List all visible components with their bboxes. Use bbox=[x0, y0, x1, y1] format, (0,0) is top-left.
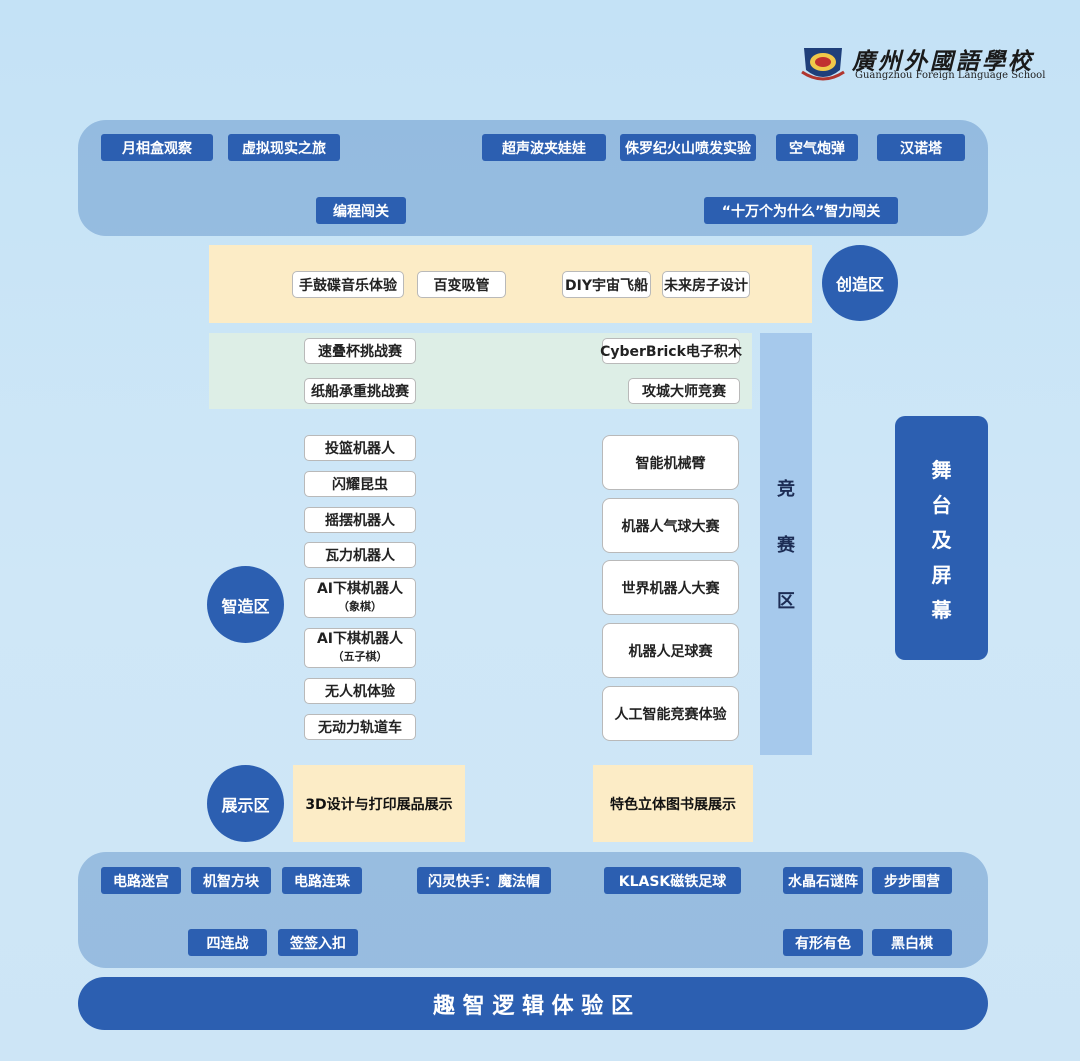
tag-diy-spaceship: DIY宇宙飞船 bbox=[562, 271, 651, 298]
tag-world-robot: 世界机器人大赛 bbox=[602, 560, 739, 615]
tag-crystal-puzzle: 水晶石谜阵 bbox=[783, 867, 863, 894]
logic-zone-bar: 趣 智 逻 辑 体 验 区 bbox=[78, 977, 988, 1030]
tag-magic-hat: 闪灵快手：魔法帽 bbox=[417, 867, 551, 894]
tag-cyberbrick: CyberBrick电子积木 bbox=[600, 338, 742, 364]
tag-robot-soccer: 机器人足球赛 bbox=[602, 623, 739, 678]
tag-coding-challenge: 编程闯关 bbox=[316, 197, 406, 224]
tag-shape-color: 有形有色 bbox=[783, 929, 863, 956]
stage-char-1: 舞 bbox=[931, 457, 952, 482]
tag-ai-chess-robot: AI下棋机器人 （象棋） bbox=[304, 578, 416, 618]
ai-gomoku-title: AI下棋机器人 bbox=[316, 631, 404, 647]
school-crest-icon bbox=[801, 48, 845, 81]
stage-char-4: 屏 bbox=[931, 562, 952, 587]
tag-vr-journey: 虚拟现实之旅 bbox=[228, 134, 340, 161]
competition-char-2: 赛 bbox=[777, 535, 795, 556]
school-logo: 廣州外國語學校 Guangzhou Foreign Language Schoo… bbox=[800, 42, 1045, 86]
tag-step-siege: 步步围营 bbox=[872, 867, 952, 894]
stage-char-5: 幕 bbox=[931, 597, 952, 622]
tag-robot-arm: 智能机械臂 bbox=[602, 435, 739, 490]
intelligent-zone-label: 智造区 bbox=[207, 566, 284, 643]
tag-ultrasonic-claw: 超声波夹娃娃 bbox=[482, 134, 606, 161]
competition-zone-label: 竞 赛 区 bbox=[760, 333, 812, 755]
tag-klask: KLASK磁铁足球 bbox=[604, 867, 741, 894]
stage-screen-block: 舞 台 及 屏 幕 bbox=[895, 416, 988, 660]
tag-reversi: 黑白棋 bbox=[872, 929, 952, 956]
ai-chess-sub: （象棋） bbox=[338, 600, 382, 613]
tag-moon-box: 月相盒观察 bbox=[101, 134, 213, 161]
stage-char-3: 及 bbox=[931, 527, 952, 552]
tag-siege-master: 攻城大师竞赛 bbox=[628, 378, 740, 404]
ai-gomoku-sub: （五子棋） bbox=[332, 650, 388, 663]
tag-ai-competition: 人工智能竞赛体验 bbox=[602, 686, 739, 741]
tag-glowing-insect: 闪耀昆虫 bbox=[304, 471, 416, 497]
competition-char-3: 区 bbox=[777, 591, 795, 612]
school-name-cn: 廣州外國語學校 bbox=[852, 48, 1034, 75]
display-zone-label: 展示区 bbox=[207, 765, 284, 842]
tag-straw: 百变吸管 bbox=[417, 271, 506, 298]
create-zone-label: 创造区 bbox=[822, 245, 898, 321]
competition-char-1: 竞 bbox=[777, 479, 795, 500]
tag-tongue-drum: 手鼓碟音乐体验 bbox=[292, 271, 404, 298]
tag-volcano-experiment: 侏罗纪火山喷发实验 bbox=[620, 134, 756, 161]
tag-drone: 无人机体验 bbox=[304, 678, 416, 704]
tag-swing-robot: 摇摆机器人 bbox=[304, 507, 416, 533]
tag-air-cannon: 空气炮弹 bbox=[776, 134, 858, 161]
tag-basketball-robot: 投篮机器人 bbox=[304, 435, 416, 461]
tag-popup-books: 特色立体图书展展示 bbox=[593, 765, 753, 842]
tag-smart-cube: 机智方块 bbox=[191, 867, 271, 894]
tag-hanoi-tower: 汉诺塔 bbox=[877, 134, 965, 161]
tag-stick-buckle: 签签入扣 bbox=[278, 929, 358, 956]
stage-char-2: 台 bbox=[931, 492, 952, 517]
tag-track-car: 无动力轨道车 bbox=[304, 714, 416, 740]
tag-walle-robot: 瓦力机器人 bbox=[304, 542, 416, 568]
tag-circuit-beads: 电路连珠 bbox=[282, 867, 362, 894]
tag-3d-printing: 3D设计与打印展品展示 bbox=[293, 765, 465, 842]
school-name-en: Guangzhou Foreign Language School bbox=[855, 70, 1046, 81]
tag-paper-boat: 纸船承重挑战赛 bbox=[304, 378, 416, 404]
tag-ai-gomoku-robot: AI下棋机器人 （五子棋） bbox=[304, 628, 416, 668]
ai-chess-title: AI下棋机器人 bbox=[316, 581, 404, 597]
tag-hundred-thousand-whys: “十万个为什么”智力闯关 bbox=[704, 197, 898, 224]
tag-connect-four: 四连战 bbox=[188, 929, 267, 956]
tag-robot-balloon: 机器人气球大赛 bbox=[602, 498, 739, 553]
tag-future-house: 未来房子设计 bbox=[662, 271, 750, 298]
tag-circuit-maze: 电路迷宫 bbox=[101, 867, 181, 894]
tag-speed-stack: 速叠杯挑战赛 bbox=[304, 338, 416, 364]
